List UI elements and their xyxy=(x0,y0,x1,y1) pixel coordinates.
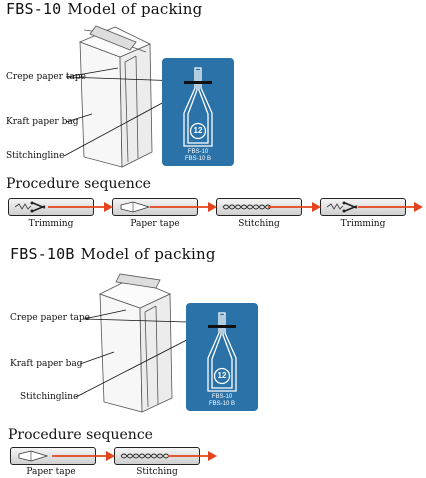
crepe-label-2: Crepe paper tape xyxy=(10,313,90,323)
section2-title-text: Model of packing xyxy=(80,245,216,263)
step-label-5: Paper tape xyxy=(26,467,76,477)
tape-icon xyxy=(120,201,151,213)
card-line1-1: FBS-10 xyxy=(187,149,209,155)
step-label-4: Trimming xyxy=(340,219,386,229)
scissors-icon xyxy=(14,201,46,213)
step-label-1: Trimming xyxy=(28,219,74,229)
step-label-2: Paper tape xyxy=(130,219,180,229)
section2-title-code: FBS-10B xyxy=(10,245,75,263)
card-line2-1: FBS-10 B xyxy=(184,156,211,162)
card-line2-2: FBS-10 B xyxy=(208,401,235,407)
process-arrows-2 xyxy=(52,451,217,461)
kraft-label-1: Kraft paper bag xyxy=(6,117,79,127)
step-label-3: Stitching xyxy=(238,219,280,229)
bag-outline-icon xyxy=(183,67,213,147)
product-card-1: 12 FBS-10 FBS-10 B xyxy=(162,58,234,166)
section1-title: FBS-10 Model of packing xyxy=(6,0,202,18)
stitch-label-2: Stitchingline xyxy=(20,392,79,402)
step-label-6: Stitching xyxy=(136,467,178,477)
bag-illustration-1 xyxy=(78,25,153,168)
tape-icon xyxy=(18,450,49,462)
section2-title: FBS-10B Model of packing xyxy=(10,245,216,263)
scissors-icon xyxy=(326,201,358,213)
procedure-title-2: Procedure sequence xyxy=(8,427,153,443)
step-stitching-1 xyxy=(216,198,302,216)
section1-title-code: FBS-10 xyxy=(6,0,62,18)
stitch-label-1: Stitchingline xyxy=(6,151,65,161)
procedure-title-1: Procedure sequence xyxy=(6,176,151,192)
crepe-label-1: Crepe paper tape xyxy=(6,72,86,82)
card-number-2: 12 xyxy=(217,371,227,380)
section1-title-text: Model of packing xyxy=(67,0,203,18)
step-stitching-2 xyxy=(114,447,200,465)
product-card-2: 12 FBS-10 FBS-10 B xyxy=(186,303,258,411)
card-line1-2: FBS-10 xyxy=(211,394,233,400)
bag-outline-icon xyxy=(207,312,237,392)
stitch-icon xyxy=(222,204,272,210)
kraft-label-2: Kraft paper bag xyxy=(10,359,83,369)
card-number-1: 12 xyxy=(193,126,203,135)
process-arrows-1 xyxy=(48,202,423,212)
stitch-icon xyxy=(120,453,170,459)
bag-illustration-2 xyxy=(98,273,173,413)
